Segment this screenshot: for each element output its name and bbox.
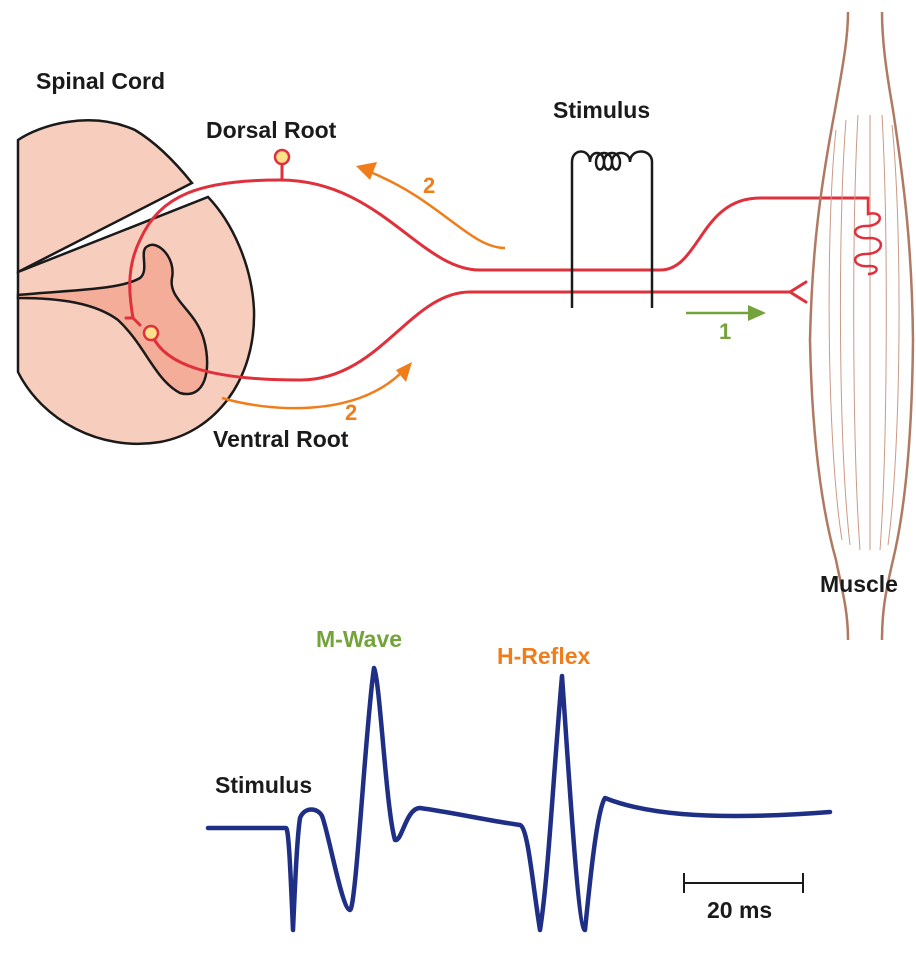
motor-end-plate — [790, 282, 806, 302]
motor-neuron — [144, 326, 158, 340]
stimulator — [572, 152, 652, 309]
dorsal-root-ganglion — [275, 150, 289, 180]
h-reflex-label: H-Reflex — [497, 643, 591, 669]
scale-bar-label: 20 ms — [707, 897, 772, 923]
scale-bar — [684, 873, 803, 893]
arrows — [222, 162, 766, 408]
afferent-arrow-number: 2 — [423, 173, 435, 198]
afferent-arrow — [370, 172, 505, 248]
muscle-fibers — [829, 115, 899, 550]
spinal-cord-label: Spinal Cord — [36, 68, 165, 94]
dorsal-root-label: Dorsal Root — [206, 117, 337, 143]
muscle-label: Muscle — [820, 571, 898, 597]
stimulator-coil — [590, 152, 652, 170]
efferent-arrow-number: 2 — [345, 400, 357, 425]
efferent-arrowhead — [396, 362, 412, 382]
afferent-to-muscle — [660, 198, 868, 270]
spinal-cord — [18, 120, 254, 443]
ventral-root-label: Ventral Root — [213, 426, 349, 452]
emg-trace — [208, 668, 830, 930]
stimulator-left-lead — [572, 152, 590, 309]
muscle-spindle-coil — [855, 198, 881, 274]
motor-arrowhead — [748, 305, 766, 321]
afferent-arrowhead — [356, 162, 377, 180]
muscle — [810, 12, 913, 640]
stimulus-trace-label: Stimulus — [215, 772, 312, 798]
stimulus-label: Stimulus — [553, 97, 650, 123]
motor-arrow-number: 1 — [719, 319, 731, 344]
m-wave-label: M-Wave — [316, 626, 402, 652]
